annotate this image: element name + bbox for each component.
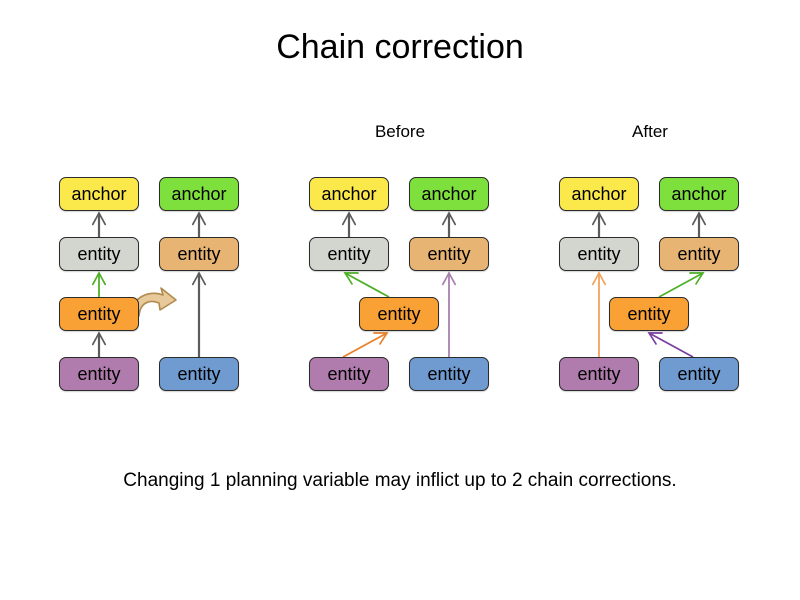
chain-node-label: entity xyxy=(427,244,471,264)
chain-node-entity[interactable]: entity xyxy=(409,237,489,271)
chain-link-arrowhead xyxy=(441,211,457,226)
panel-links-panel-initial xyxy=(91,211,207,357)
chain-link-arrowhead xyxy=(191,211,207,226)
chain-link-arrowhead xyxy=(91,271,107,286)
chain-node-label: entity xyxy=(627,304,671,324)
chain-link-arrowhead xyxy=(373,332,389,345)
chain-node-label: entity xyxy=(77,244,121,264)
chain-node-label: anchor xyxy=(421,184,477,204)
chain-node-entity[interactable]: entity xyxy=(159,357,239,391)
chain-link xyxy=(648,332,694,358)
chain-node-label: anchor xyxy=(671,184,727,204)
chain-node-label: entity xyxy=(177,364,221,384)
stage-label-before: Before xyxy=(374,122,426,141)
chain-node-label: entity xyxy=(677,364,721,384)
chain-node-label: entity xyxy=(577,364,621,384)
chain-node-anchor[interactable]: anchor xyxy=(309,177,389,211)
chain-node-entity[interactable]: entity xyxy=(309,237,389,271)
move-arrow-shape xyxy=(130,287,177,317)
chain-node-label: entity xyxy=(77,364,121,384)
chain-link-arrowhead xyxy=(191,271,207,286)
panel-links-panel-after xyxy=(591,211,707,358)
chain-node-label: entity xyxy=(577,244,621,264)
page-title: Chain correction xyxy=(276,28,524,66)
chain-link xyxy=(658,272,704,298)
chain-node-label: entity xyxy=(327,244,371,264)
chain-link-arrowhead xyxy=(691,211,707,226)
chain-link xyxy=(342,332,388,358)
chain-node-label: entity xyxy=(177,244,221,264)
chain-node-entity[interactable]: entity xyxy=(559,357,639,391)
chain-node-anchor[interactable]: anchor xyxy=(559,177,639,211)
panel-links-panel-before xyxy=(341,211,457,358)
chain-node-anchor[interactable]: anchor xyxy=(59,177,139,211)
chain-link-arrowhead xyxy=(689,272,705,285)
chain-link-arrowhead xyxy=(341,211,357,226)
chain-node-anchor[interactable]: anchor xyxy=(409,177,489,211)
chain-node-label: entity xyxy=(377,304,421,324)
chain-node-entity[interactable]: entity xyxy=(609,297,689,331)
stage-label-after: After xyxy=(632,122,668,141)
chain-node-entity[interactable]: entity xyxy=(159,237,239,271)
chain-node-entity[interactable]: entity xyxy=(409,357,489,391)
chain-node-label: anchor xyxy=(571,184,627,204)
chain-node-label: entity xyxy=(677,244,721,264)
chain-link-arrowhead xyxy=(441,271,457,286)
slide-caption: Changing 1 planning variable may inflict… xyxy=(123,470,677,491)
chain-node-label: anchor xyxy=(321,184,377,204)
chain-link-arrowhead xyxy=(91,331,107,346)
chain-link-arrowhead xyxy=(647,332,663,345)
chain-node-entity[interactable]: entity xyxy=(59,237,139,271)
chain-node-label: entity xyxy=(327,364,371,384)
chain-node-entity[interactable]: entity xyxy=(59,357,139,391)
chain-link xyxy=(344,272,390,298)
chain-node-anchor[interactable]: anchor xyxy=(159,177,239,211)
chain-link-arrowhead xyxy=(591,271,607,286)
chain-node-entity[interactable]: entity xyxy=(559,237,639,271)
chain-node-entity[interactable]: entity xyxy=(659,237,739,271)
chain-node-entity[interactable]: entity xyxy=(659,357,739,391)
chain-node-entity[interactable]: entity xyxy=(309,357,389,391)
chain-link-arrowhead xyxy=(591,211,607,226)
chain-node-label: entity xyxy=(427,364,471,384)
chain-link-arrowhead xyxy=(343,272,359,285)
chain-link-arrowhead xyxy=(91,211,107,226)
chain-node-anchor[interactable]: anchor xyxy=(659,177,739,211)
chain-node-entity[interactable]: entity xyxy=(359,297,439,331)
chain-node-label: anchor xyxy=(71,184,127,204)
chain-node-label: entity xyxy=(77,304,121,324)
move-arrow xyxy=(130,287,177,317)
chain-node-label: anchor xyxy=(171,184,227,204)
chain-node-entity[interactable]: entity xyxy=(59,297,139,331)
